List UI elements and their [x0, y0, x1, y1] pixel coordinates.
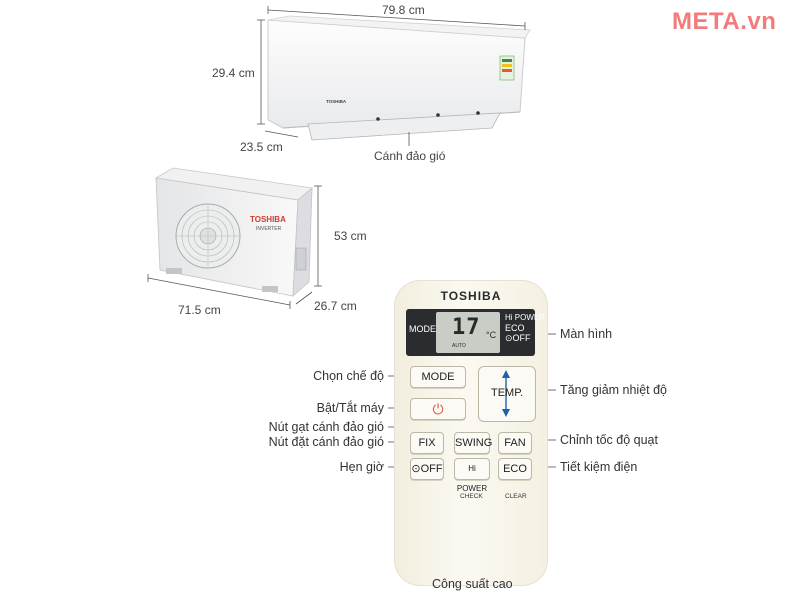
annotation-temp: Tăng giảm nhiệt độ	[560, 383, 668, 397]
temp-button-label: TEMP.	[491, 387, 524, 399]
panel-mode-text: MODE	[409, 324, 436, 334]
off-timer-button[interactable]: ⊙OFF	[410, 458, 444, 480]
panel-eco-text: ECO	[505, 323, 525, 333]
indoor-depth-label: 23.5 cm	[240, 140, 283, 154]
lcd-screen	[436, 312, 500, 353]
indoor-brand-mark: TOSHIBA	[326, 99, 347, 104]
eco-button[interactable]: ECO	[498, 458, 532, 480]
clear-button[interactable]: CLEAR	[505, 493, 527, 500]
annotation-hipower: Công suất cao	[432, 577, 513, 591]
annotation-swing: Nút gạt cánh đảo gió	[268, 420, 384, 434]
outdoor-unit: TOSHIBA INVERTER	[154, 167, 313, 297]
indoor-height-label: 29.4 cm	[212, 66, 255, 80]
indoor-dimension-lines	[257, 6, 526, 146]
annotation-eco: Tiết kiệm điện	[560, 460, 638, 474]
annotation-fix: Nút đặt cánh đảo gió	[268, 435, 384, 449]
fix-button[interactable]: FIX	[410, 432, 444, 454]
panel-hipower-text: Hi POWER	[505, 313, 545, 322]
outdoor-depth-label: 26.7 cm	[314, 299, 357, 313]
indoor-width-label: 79.8 cm	[382, 3, 425, 17]
lcd-unit: °C	[486, 330, 497, 340]
swing-button[interactable]: SWING	[454, 432, 492, 454]
annotation-mode: Chọn chế độ	[313, 369, 384, 383]
outdoor-width-label: 71.5 cm	[178, 303, 221, 317]
mode-button[interactable]: MODE	[410, 366, 466, 388]
annotation-screen: Màn hình	[560, 327, 613, 341]
fan-button[interactable]: FAN	[498, 432, 532, 454]
louver-label: Cánh đảo gió	[374, 149, 446, 163]
check-button[interactable]: CHECK	[460, 493, 483, 500]
louver	[307, 112, 501, 141]
annotation-power: Bật/Tắt máy	[316, 401, 384, 415]
annotation-timer: Hẹn giờ	[339, 460, 384, 474]
lcd-temperature: 17	[452, 315, 481, 340]
power-button[interactable]: ⏻	[410, 398, 466, 420]
outdoor-inverter-mark: INVERTER	[256, 226, 282, 232]
outdoor-dimension-lines	[147, 185, 322, 309]
outdoor-height-label: 53 cm	[334, 229, 367, 243]
lcd-auto: AUTO	[452, 343, 466, 349]
annotation-fan: Chỉnh tốc độ quạt	[560, 433, 658, 447]
meta-logo: META.vn	[672, 8, 777, 35]
hipower-button[interactable]: Hi POWER	[454, 458, 490, 493]
panel-off-text: ⊙OFF	[505, 333, 531, 343]
indoor-unit: TOSHIBA	[267, 15, 531, 141]
outdoor-brand-mark: TOSHIBA	[250, 215, 286, 224]
remote-brand: TOSHIBA	[440, 289, 502, 303]
